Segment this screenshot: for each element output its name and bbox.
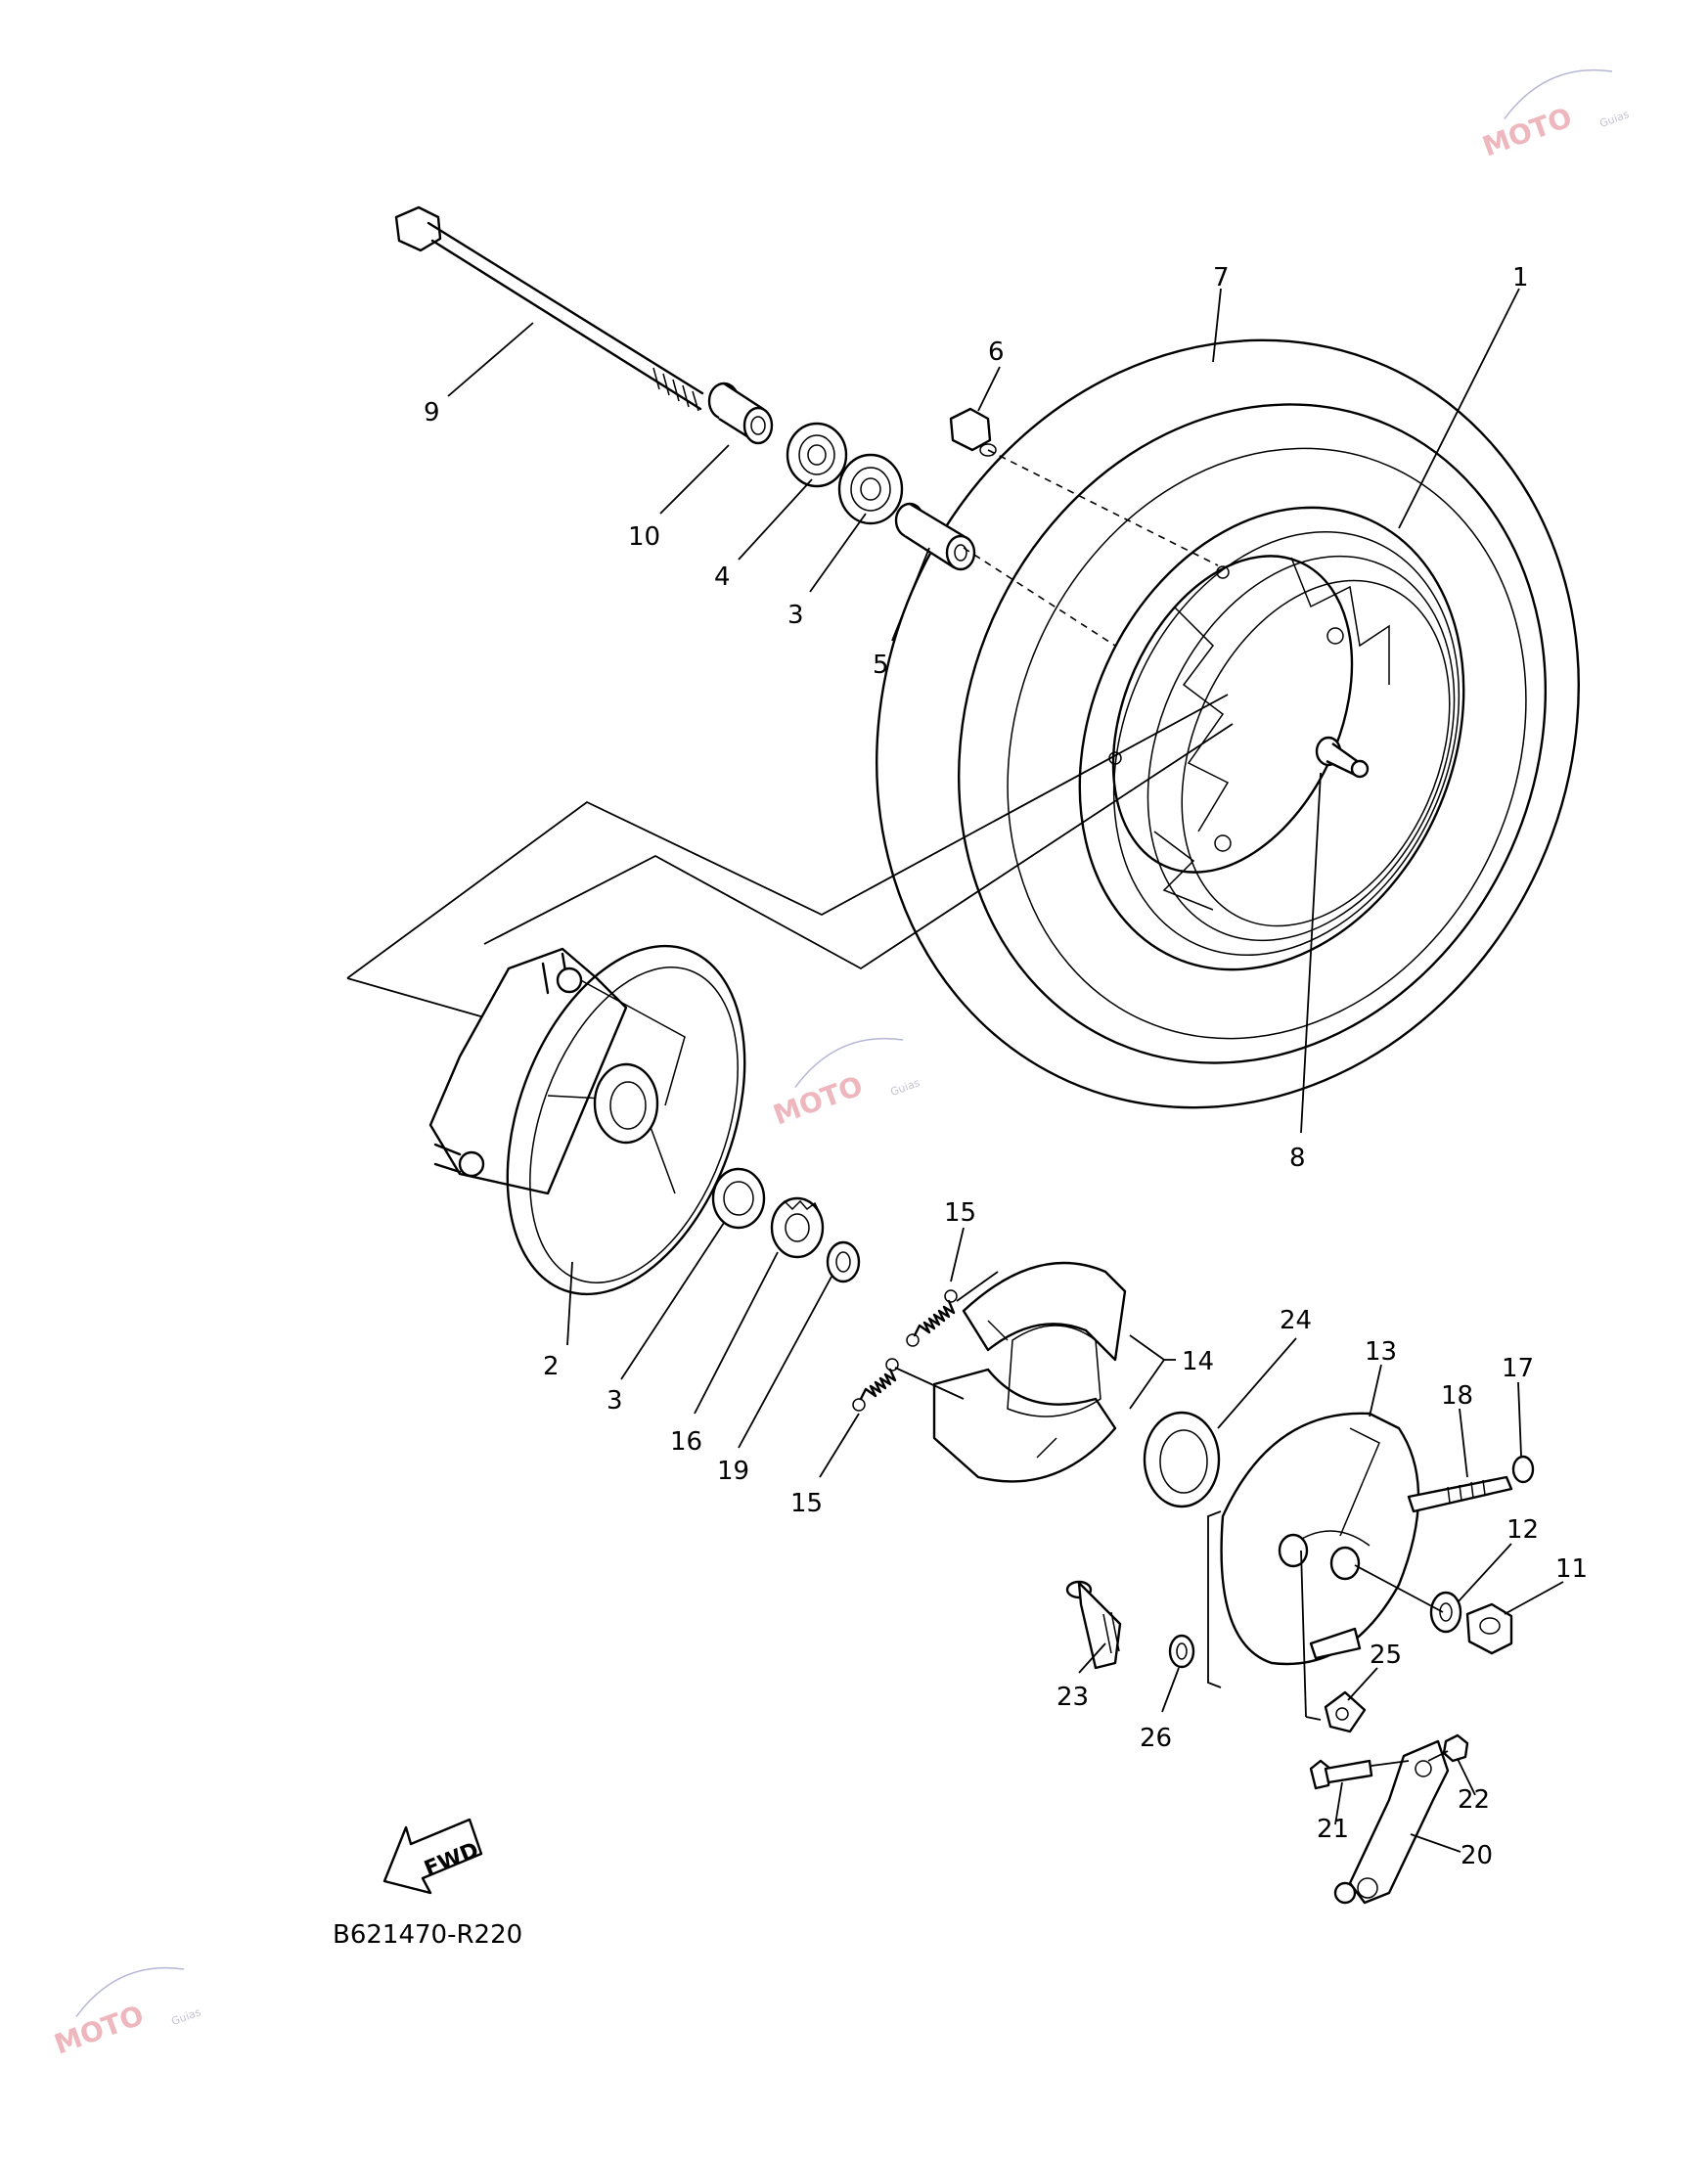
dash-line xyxy=(963,547,1116,647)
camshaft xyxy=(1065,1580,1122,1670)
axle-bolt xyxy=(394,205,704,412)
callout-3-lower: 3 xyxy=(607,1386,623,1416)
watermark-brand: MOTO xyxy=(50,1999,148,2060)
dash-line xyxy=(987,449,1219,566)
valve xyxy=(1315,736,1370,779)
callout-14: 14 xyxy=(1182,1347,1214,1376)
bearing-3-top xyxy=(837,453,904,525)
hub-guide-line xyxy=(483,723,1234,970)
callout-5: 5 xyxy=(873,651,889,680)
nut-22 xyxy=(1442,1733,1469,1763)
callout-6: 6 xyxy=(988,337,1005,367)
callout-10: 10 xyxy=(628,522,660,552)
watermark-brand: MOTO xyxy=(1478,101,1576,162)
callout-15-upper: 15 xyxy=(944,1198,976,1228)
gear-16 xyxy=(770,1196,825,1259)
collar xyxy=(707,382,774,445)
wheel-rim xyxy=(1078,506,1465,971)
spacer xyxy=(894,502,976,571)
callout-3-top: 3 xyxy=(787,601,804,630)
spring-upper xyxy=(906,1289,958,1347)
callout-2: 2 xyxy=(543,1352,560,1381)
washer-26 xyxy=(1168,1634,1195,1669)
watermark-sub: Guias xyxy=(888,1076,921,1099)
tire xyxy=(876,338,1580,1109)
connector-line xyxy=(894,1367,965,1400)
bolt-18 xyxy=(1407,1475,1513,1513)
callout-13: 13 xyxy=(1365,1337,1397,1367)
callout-9: 9 xyxy=(424,398,440,427)
callout-21: 21 xyxy=(1317,1815,1349,1844)
watermark-center: MOTO Guias xyxy=(769,1037,921,1132)
hub-guide-line xyxy=(346,977,485,1018)
spring-lower xyxy=(852,1358,899,1412)
callout-1: 1 xyxy=(1512,263,1529,292)
washer-19 xyxy=(826,1240,861,1283)
callout-20: 20 xyxy=(1461,1841,1493,1870)
callout-17: 17 xyxy=(1502,1354,1534,1383)
callout-7: 7 xyxy=(1213,263,1230,292)
oil-seal-24 xyxy=(1143,1411,1221,1508)
watermark-top-right: MOTO Guias xyxy=(1478,68,1631,163)
callout-24: 24 xyxy=(1280,1306,1312,1335)
hub-guide-line xyxy=(346,694,1229,979)
nut-11 xyxy=(1465,1602,1513,1655)
connector-line xyxy=(956,1271,999,1302)
connector-line xyxy=(1354,1564,1444,1613)
watermark-brand: MOTO xyxy=(769,1069,867,1131)
callout-22: 22 xyxy=(1458,1785,1490,1815)
callout-12: 12 xyxy=(1506,1515,1539,1545)
watermark-bottom-left: MOTO Guias xyxy=(50,1966,202,2061)
connector-line xyxy=(1300,1550,1307,1718)
callout-8: 8 xyxy=(1289,1144,1306,1173)
indicator-plate xyxy=(1324,1690,1367,1733)
bolt-21 xyxy=(1309,1759,1373,1790)
connector-line xyxy=(1371,1760,1410,1767)
callout-25: 25 xyxy=(1370,1641,1402,1670)
bracket-cam xyxy=(1207,1510,1222,1688)
brake-arm xyxy=(1333,1739,1450,1905)
bracket-14 xyxy=(1129,1334,1166,1410)
brake-shoes xyxy=(932,1261,1127,1483)
watermark-sub: Guias xyxy=(1597,108,1631,130)
bearing-3-lower xyxy=(711,1167,766,1230)
ring-17 xyxy=(1511,1455,1535,1484)
callout-26: 26 xyxy=(1140,1724,1172,1753)
callout-4: 4 xyxy=(714,562,731,592)
callout-18: 18 xyxy=(1441,1381,1473,1411)
nut-6 xyxy=(949,407,997,457)
fwd-arrow-icon: FWD xyxy=(382,1818,483,1895)
leader-lines xyxy=(447,288,1564,1853)
connector-line xyxy=(1305,1716,1322,1721)
callout-23: 23 xyxy=(1056,1683,1089,1712)
diagram-code: B621470-R220 xyxy=(333,1920,522,1950)
watermark-sub: Guias xyxy=(169,2005,202,2028)
callout-15-lower: 15 xyxy=(790,1489,823,1518)
bearing-4 xyxy=(786,422,848,488)
connector-line xyxy=(1427,1750,1449,1762)
callout-16: 16 xyxy=(670,1427,702,1457)
callout-11: 11 xyxy=(1555,1554,1588,1584)
brake-panel xyxy=(1220,1412,1420,1666)
rear-hub xyxy=(428,944,746,1296)
washer-12 xyxy=(1429,1591,1462,1634)
callout-19: 19 xyxy=(717,1457,749,1486)
